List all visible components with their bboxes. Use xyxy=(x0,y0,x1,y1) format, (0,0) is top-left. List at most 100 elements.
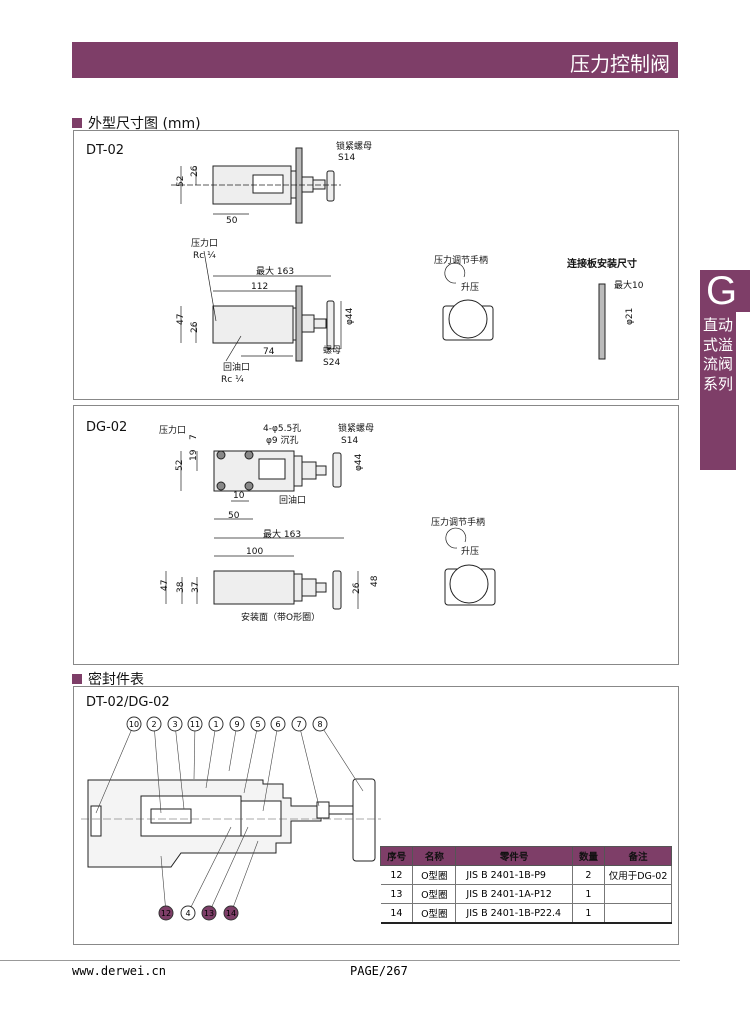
callout-number: 9 xyxy=(234,720,239,729)
svg-text:S24: S24 xyxy=(323,358,340,368)
callout-leader xyxy=(262,723,279,812)
svg-text:4-φ5.5孔: 4-φ5.5孔 xyxy=(263,423,301,434)
callout-number: 14 xyxy=(226,909,236,918)
svg-text:升压: 升压 xyxy=(461,546,479,557)
svg-text:φ44: φ44 xyxy=(345,307,355,325)
svg-text:φ9 沉孔: φ9 沉孔 xyxy=(266,435,299,446)
svg-text:50: 50 xyxy=(228,511,240,521)
svg-text:7: 7 xyxy=(189,434,199,440)
svg-text:压力口: 压力口 xyxy=(191,237,218,249)
footer-url[interactable]: www.derwei.cn xyxy=(72,964,166,978)
callout-circle xyxy=(270,716,286,732)
svg-text:47: 47 xyxy=(160,580,170,591)
col-header: 零件号 xyxy=(455,846,573,866)
callout-circle xyxy=(180,905,196,921)
callout-circle xyxy=(201,905,217,921)
callout-circle xyxy=(167,716,183,732)
svg-text:112: 112 xyxy=(251,282,268,292)
col-header: 数量 xyxy=(571,846,606,866)
col-header: 备注 xyxy=(604,846,672,866)
section-heading-dimensions: 外型尺寸图 (mm) xyxy=(72,113,201,133)
callout-number: 2 xyxy=(151,720,156,729)
svg-text:压力调节手柄: 压力调节手柄 xyxy=(434,254,488,266)
footer-divider xyxy=(0,960,680,961)
footer-page: PAGE/267 xyxy=(350,964,408,978)
callout-leader xyxy=(243,723,259,794)
bullet-icon xyxy=(72,674,82,684)
callout-number: 8 xyxy=(317,720,322,729)
callout-leader xyxy=(153,723,162,814)
callout-number: 13 xyxy=(204,909,214,918)
callout-leader xyxy=(193,723,196,780)
svg-text:10: 10 xyxy=(233,491,245,501)
svg-text:锁紧螺母: 锁紧螺母 xyxy=(336,140,372,152)
callout-leader xyxy=(298,723,320,807)
section-title: 密封件表 xyxy=(88,672,144,688)
callout-number: 12 xyxy=(161,909,171,918)
page-title: 压力控制阀 xyxy=(570,52,670,76)
svg-text:压力口: 压力口 xyxy=(159,424,186,436)
svg-text:回油口: 回油口 xyxy=(223,361,250,373)
svg-text:φ21: φ21 xyxy=(625,308,635,325)
svg-text:52: 52 xyxy=(175,460,185,471)
callout-number: 3 xyxy=(172,720,177,729)
callout-leader xyxy=(174,723,185,810)
svg-text:Rc ¼: Rc ¼ xyxy=(221,375,244,385)
callout-number: 10 xyxy=(129,720,139,729)
svg-text:锁紧螺母: 锁紧螺母 xyxy=(338,422,374,434)
section-title: 外型尺寸图 (mm) xyxy=(88,116,201,132)
svg-text:最大 163: 最大 163 xyxy=(263,528,301,540)
svg-text:26: 26 xyxy=(352,582,362,594)
callout-number: 7 xyxy=(296,720,301,729)
section-heading-seals: 密封件表 xyxy=(72,669,144,689)
svg-text:26: 26 xyxy=(190,165,200,177)
svg-text:52: 52 xyxy=(176,176,186,187)
callout-leader xyxy=(230,840,259,914)
callout-circle xyxy=(291,716,307,732)
callout-number: 1 xyxy=(213,720,218,729)
svg-text:19: 19 xyxy=(189,449,199,461)
callout-leader xyxy=(205,723,217,789)
svg-text:S14: S14 xyxy=(338,153,355,163)
svg-text:47: 47 xyxy=(176,314,186,325)
callout-number: 6 xyxy=(275,720,280,729)
model-label: DG-02 xyxy=(86,420,128,435)
callout-number: 4 xyxy=(185,909,190,918)
svg-text:50: 50 xyxy=(226,216,238,226)
callout-circle xyxy=(126,716,142,732)
svg-text:螺母: 螺母 xyxy=(323,345,341,356)
svg-text:S14: S14 xyxy=(341,436,358,446)
callout-circle xyxy=(229,716,245,732)
svg-text:37: 37 xyxy=(191,582,201,593)
callout-leader xyxy=(208,826,249,914)
svg-text:最大 163: 最大 163 xyxy=(256,265,294,277)
col-header: 序号 xyxy=(379,846,414,866)
callout-leader xyxy=(187,826,232,914)
callout-leader xyxy=(95,723,135,814)
callout-circle xyxy=(187,716,203,732)
callout-leader xyxy=(160,855,167,914)
callout-circle xyxy=(158,905,174,921)
svg-text:压力调节手柄: 压力调节手柄 xyxy=(431,516,485,528)
model-label: DT-02 xyxy=(86,143,124,158)
svg-text:26: 26 xyxy=(190,321,200,333)
svg-text:回油口: 回油口 xyxy=(279,494,306,506)
side-tab-letter[interactable]: G xyxy=(700,270,750,312)
callout-circle xyxy=(312,716,328,732)
callout-circle xyxy=(250,716,266,732)
svg-text:48: 48 xyxy=(370,575,380,587)
bullet-icon xyxy=(72,118,82,128)
side-tab-text[interactable]: 直动式溢流阀系列 xyxy=(700,312,736,470)
callout-number: 11 xyxy=(190,720,200,729)
callout-circle xyxy=(208,716,224,732)
